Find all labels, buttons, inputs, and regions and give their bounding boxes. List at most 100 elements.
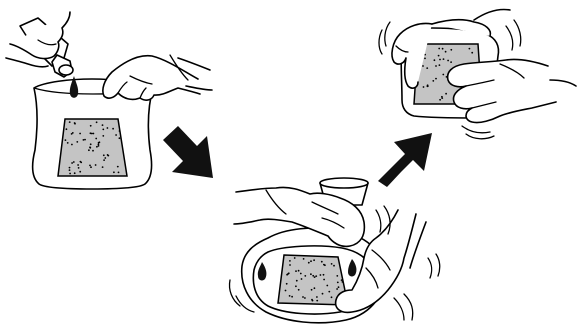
pad-speckle: [65, 139, 67, 141]
pad-speckle: [78, 167, 80, 169]
pad-speckle: [304, 297, 306, 299]
step-3-knead: [379, 9, 576, 138]
pad-speckle: [301, 278, 303, 280]
pad-speckle: [71, 162, 73, 164]
pad-speckle: [95, 138, 97, 140]
pad-speckle: [469, 48, 471, 50]
pad-speckle: [102, 166, 104, 168]
pad-step-1: [58, 119, 127, 176]
arrow-step-1-to-2: [163, 126, 213, 178]
pad-speckle: [119, 137, 121, 139]
pad-speckle: [69, 167, 71, 169]
pad-speckle: [99, 141, 101, 143]
pad-speckle: [83, 139, 85, 141]
pad-speckle: [74, 122, 76, 124]
pad-speckle: [96, 121, 98, 123]
pad-speckle: [289, 260, 291, 262]
pad-speckle: [89, 146, 91, 148]
pad-speckle: [302, 296, 304, 298]
pad-speckle: [326, 285, 328, 287]
pad-speckle: [67, 142, 69, 144]
pad-speckle: [102, 124, 104, 126]
step-2-shake: [229, 178, 439, 323]
pad-speckle: [331, 263, 333, 265]
pad-speckle: [342, 281, 344, 283]
pad-speckle: [107, 127, 109, 129]
pad-speckle: [324, 264, 326, 266]
pad-speckle: [439, 99, 441, 101]
pad-speckle: [316, 296, 318, 298]
pad-speckle: [102, 135, 104, 137]
pad-speckle: [308, 262, 310, 264]
pad-speckle: [84, 139, 86, 141]
pad-speckle: [88, 149, 90, 151]
pad-speckle: [91, 133, 93, 135]
pad-speckle: [96, 146, 98, 148]
pad-speckle: [291, 296, 293, 298]
pad-speckle: [296, 280, 298, 282]
pad-speckle: [112, 128, 114, 130]
pad-speckle: [432, 80, 434, 82]
pad-speckle: [295, 270, 297, 272]
pad-speckle: [312, 275, 314, 277]
pad-speckle: [294, 257, 296, 259]
pad-speckle: [341, 279, 343, 281]
pad-speckle: [115, 134, 117, 136]
pad-speckle: [435, 78, 437, 80]
pad-speckle: [92, 150, 94, 152]
pad-speckle: [321, 261, 323, 263]
pad-speckle: [438, 55, 440, 57]
pad-speckle: [74, 172, 76, 174]
pad-speckle: [298, 289, 300, 291]
pad-speckle: [442, 74, 444, 76]
pad-speckle: [89, 165, 91, 167]
pad-speckle: [289, 295, 291, 297]
pad-speckle: [90, 143, 92, 145]
pad-speckle: [337, 282, 339, 284]
pad-speckle: [286, 283, 288, 285]
pad-speckle: [90, 125, 92, 127]
pad-speckle: [71, 144, 73, 146]
pad-speckle: [69, 169, 71, 171]
pad-speckle: [72, 132, 74, 134]
pad-speckle: [323, 274, 325, 276]
pad-speckle: [117, 166, 119, 168]
pad-speckle: [316, 300, 318, 302]
pad-speckle: [434, 59, 436, 61]
pad-speckle: [95, 164, 97, 166]
pad-speckle: [441, 96, 443, 98]
pad-speckle: [69, 121, 71, 123]
pad-speckle: [98, 145, 100, 147]
pad-speckle: [320, 274, 322, 276]
pad-speckle: [423, 86, 425, 88]
pad-speckle: [338, 286, 340, 288]
pad-speckle: [426, 67, 428, 69]
pad-speckle: [314, 287, 316, 289]
pad-speckle: [313, 259, 315, 261]
pad-speckle: [439, 59, 441, 61]
pad-speckle: [298, 270, 300, 272]
pad-speckle: [336, 275, 338, 277]
pad-speckle: [73, 161, 75, 163]
pad-speckle: [450, 61, 452, 63]
pad-speckle: [304, 275, 306, 277]
pad-speckle: [443, 58, 445, 60]
pad-speckle: [331, 296, 333, 298]
pad-speckle: [295, 285, 297, 287]
pad-speckle: [76, 141, 78, 143]
pad-speckle: [300, 273, 302, 275]
pad-speckle: [93, 133, 95, 135]
pad-speckle: [439, 64, 441, 66]
pad-speckle: [445, 51, 447, 53]
pad-speckle: [104, 157, 106, 159]
pad-speckle: [435, 65, 437, 67]
pad-speckle: [107, 154, 109, 156]
pad-speckle: [471, 52, 473, 54]
pad-speckle: [285, 290, 287, 292]
pad-speckle: [427, 84, 429, 86]
pad-speckle: [66, 128, 68, 130]
pad-speckle: [336, 288, 338, 290]
pad-speckle: [328, 291, 330, 293]
